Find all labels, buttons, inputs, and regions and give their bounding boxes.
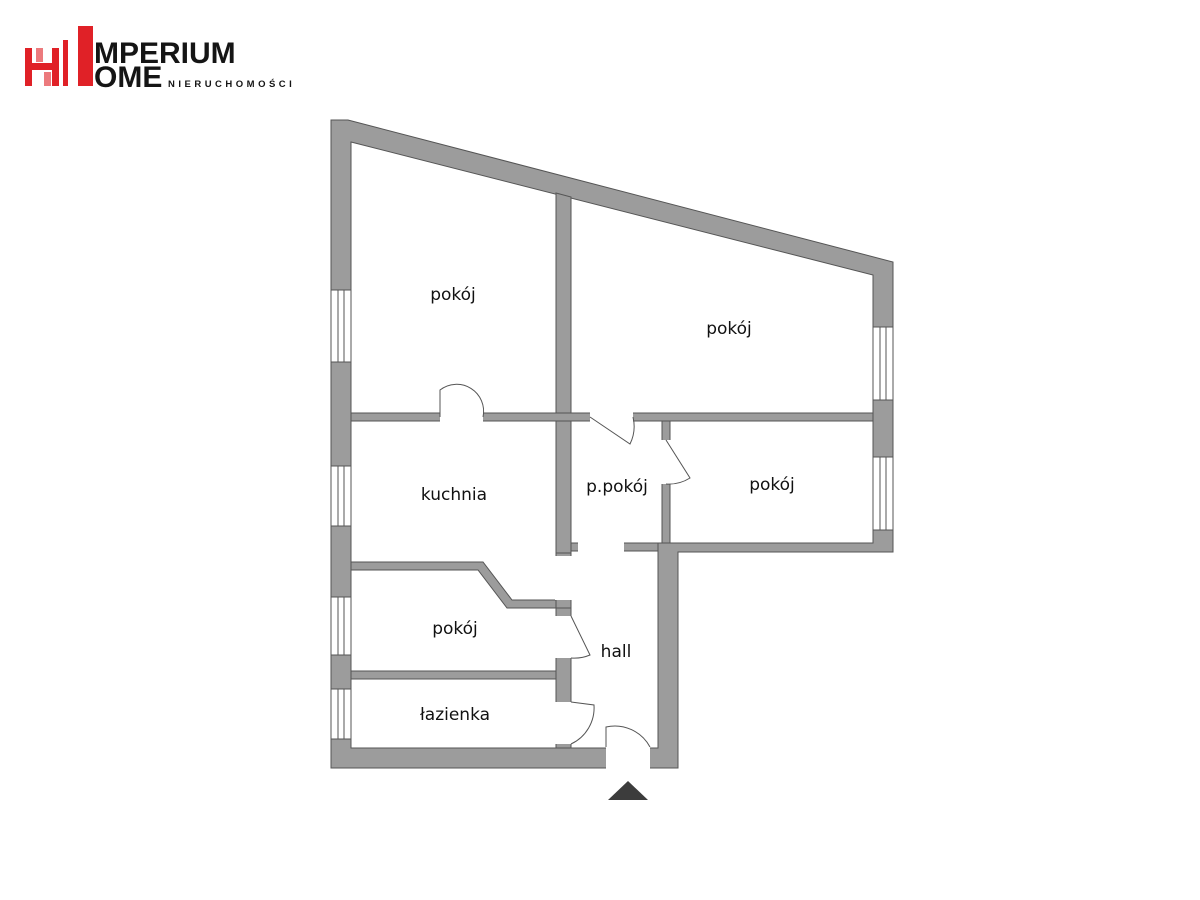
windows [330,289,894,740]
entrance-arrow-icon [608,781,648,800]
window [330,596,352,656]
walls [330,119,894,800]
logo-mark [25,26,93,86]
company-logo: MPERIUM OME NIERUCHOMOŚCI [25,26,295,94]
door-swings [439,383,691,748]
brand-line-1: MPERIUM [94,37,236,70]
interior-walls [350,192,874,749]
brand-line-2: OME [94,61,162,94]
room-label-top-left: pokój [430,285,476,305]
window [872,456,894,531]
brand-tagline: NIERUCHOMOŚCI [168,78,295,90]
window [330,688,352,740]
window [330,465,352,527]
window [330,289,352,363]
room-label-top-right: pokój [706,319,752,339]
room-label-kitchen: kuchnia [421,485,487,505]
window [872,326,894,401]
room-label-passage-room: p.pokój [586,477,648,497]
door-openings [440,412,671,769]
room-label-small: pokój [432,619,478,639]
room-label-bathroom: łazienka [420,705,490,725]
room-label-right: pokój [749,475,795,495]
room-labels: pokój pokój kuchnia p.pokój pokój pokój … [420,285,795,725]
room-label-hall: hall [601,642,632,662]
